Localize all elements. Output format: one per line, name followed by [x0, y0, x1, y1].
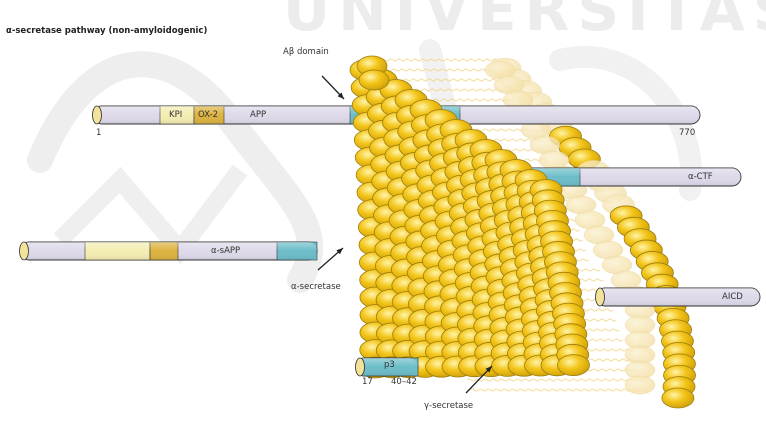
protein-end-cap: [356, 358, 365, 376]
free-protein-fragments: [20, 242, 419, 376]
app-residue-end: 770: [679, 128, 695, 138]
lipid-head-bead: [662, 388, 694, 408]
aicd-label: AICD: [722, 292, 743, 302]
app-name-label: APP: [250, 110, 266, 120]
lipid-head-bead: [558, 355, 590, 376]
protein-shading: [20, 242, 317, 260]
diagram-title: α-secretase pathway (non-amyloidogenic): [6, 26, 207, 36]
alpha-sapp-protein: [20, 242, 317, 260]
p3-residue-end: 40–42: [391, 377, 417, 387]
gamma-secretase-label: γ-secretase: [424, 401, 473, 411]
abeta-domain-label: Aβ domain: [283, 47, 329, 57]
p3-residue-start: 17: [362, 377, 373, 387]
lipid-head-bead: [359, 70, 389, 90]
membrane-near-leaflet: [350, 56, 590, 378]
alpha-secretase-label: α-secretase: [291, 282, 341, 292]
watermark-text: UNIVERSITAS: [283, 0, 766, 44]
protein-end-cap: [20, 242, 29, 260]
alpha-ctf-label: α-CTF: [688, 172, 713, 182]
watermark-stroke: [60, 170, 240, 250]
protein-end-cap: [93, 106, 102, 124]
p3-label: p3: [384, 360, 395, 370]
lipid-tail: [467, 379, 643, 381]
alpha-sapp-label: α-sAPP: [211, 246, 240, 256]
protein-end-cap: [596, 288, 605, 306]
lipid-tail: [471, 389, 647, 391]
app-residue-start: 1: [96, 128, 101, 138]
app-kpi-label: KPI: [169, 110, 182, 120]
app-ox2-label: OX-2: [198, 110, 218, 120]
lipid-head-bead: [625, 376, 655, 394]
